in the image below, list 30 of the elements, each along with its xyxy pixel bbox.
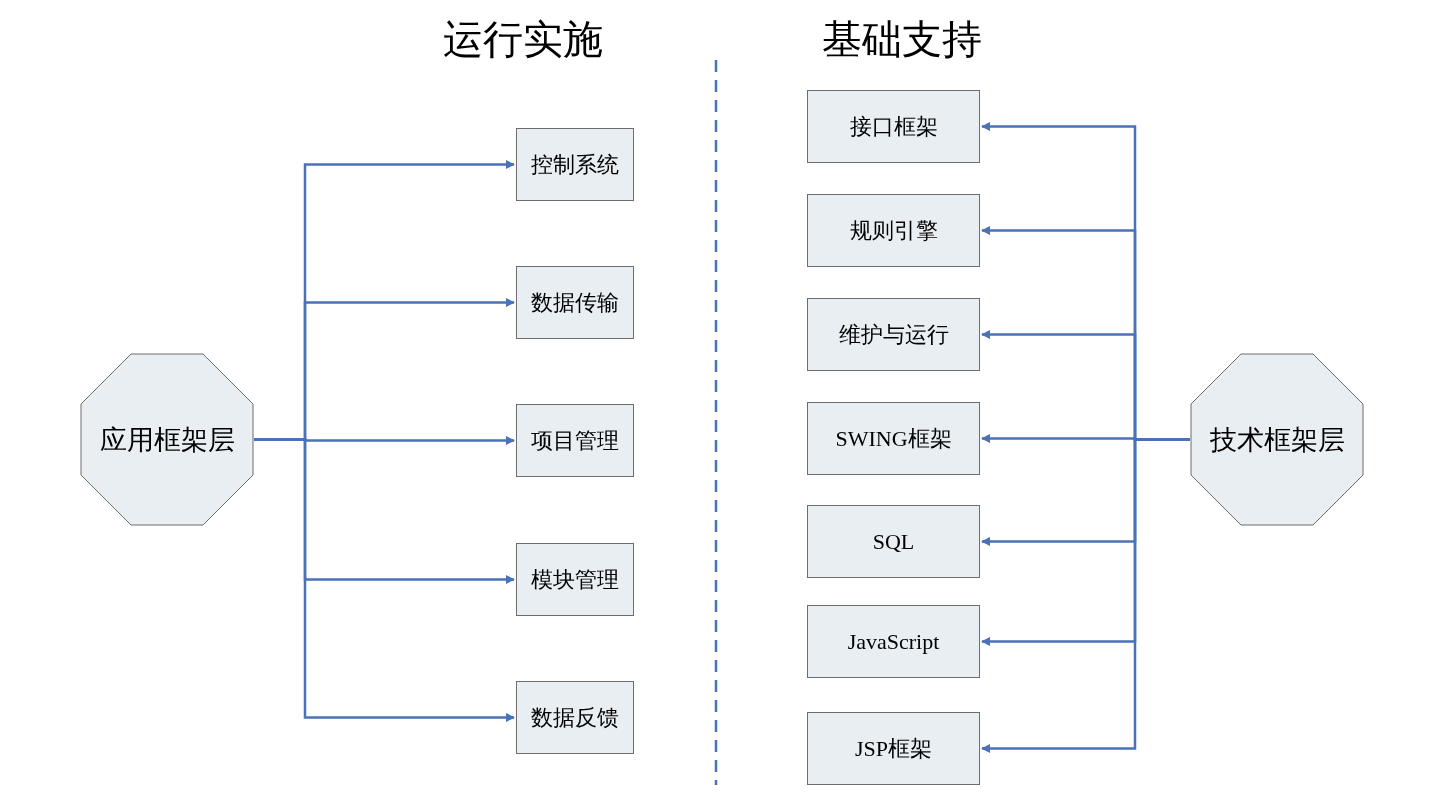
node-label: 项目管理 xyxy=(531,426,619,455)
process-box xyxy=(807,505,980,578)
octagon xyxy=(80,353,254,526)
node-label: 应用框架层 xyxy=(99,423,235,457)
node-label: 规则引擎 xyxy=(849,216,938,245)
node-label: 接口框架 xyxy=(849,112,938,141)
octagon xyxy=(1190,353,1364,526)
node-label: 数据传输 xyxy=(531,288,619,317)
process-box xyxy=(807,712,980,785)
process-box xyxy=(807,298,980,371)
process-box xyxy=(516,543,634,616)
heading: 基础支持 xyxy=(822,16,982,64)
process-box xyxy=(807,194,980,267)
node-label: 模块管理 xyxy=(531,565,619,594)
node-label: 维护与运行 xyxy=(838,320,949,349)
process-box xyxy=(807,605,980,678)
node-label: 数据反馈 xyxy=(531,703,619,732)
node-label: 控制系统 xyxy=(531,150,619,179)
process-box xyxy=(516,266,634,339)
process-box xyxy=(516,404,634,477)
node-label: 技术框架层 xyxy=(1209,423,1345,457)
process-box xyxy=(807,90,980,163)
process-box xyxy=(516,681,634,754)
node-label: JavaScript xyxy=(847,628,940,655)
heading: 运行实施 xyxy=(443,16,603,64)
process-box xyxy=(516,128,634,201)
node-label: SWING框架 xyxy=(835,424,952,453)
node-label: JSP框架 xyxy=(854,734,932,763)
node-label: SQL xyxy=(872,528,915,555)
process-box xyxy=(807,402,980,475)
